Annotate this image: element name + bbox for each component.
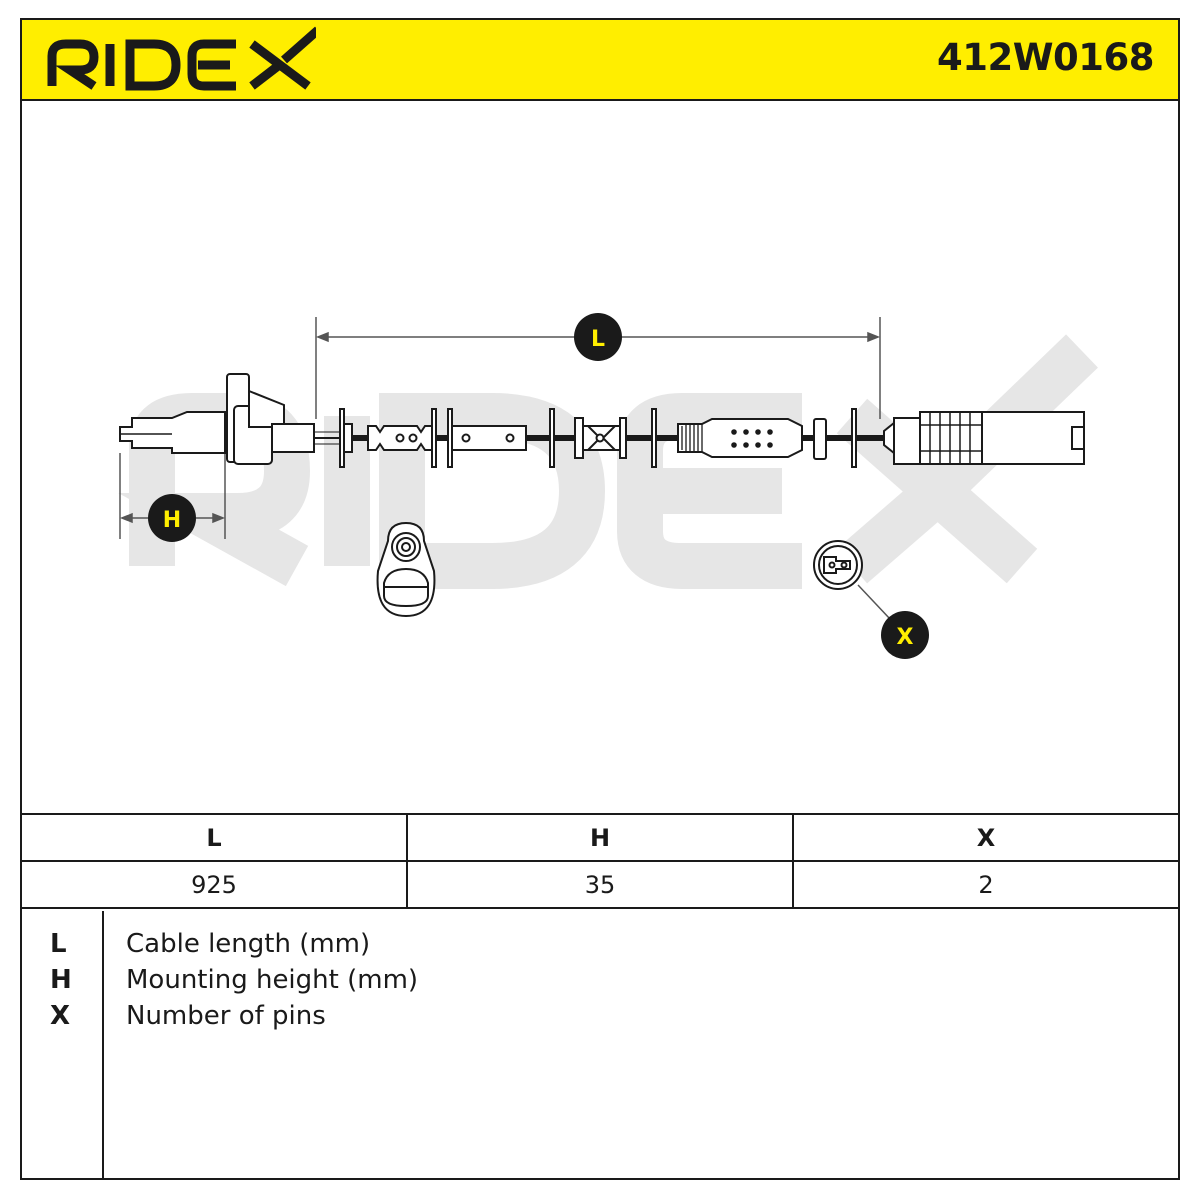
spec-value-l: 925 — [20, 860, 408, 909]
legend-panel: L Cable length (mm) H Mounting height (m… — [20, 911, 1180, 1180]
legend-key: X — [50, 1001, 71, 1031]
ridex-logo — [47, 26, 316, 91]
connector-end-view — [813, 540, 891, 620]
spec-header-h: H — [406, 813, 794, 862]
callout-l-label: L — [591, 327, 605, 352]
legend-key: H — [50, 965, 72, 995]
wear-sensor-drawing: L H — [118, 313, 1098, 659]
spec-header-l: L — [20, 813, 408, 862]
spec-value-row: 925 35 2 — [20, 860, 1180, 909]
dimension-h — [119, 453, 226, 539]
header-bar: 412W0168 — [20, 18, 1180, 101]
callout-h: H — [148, 494, 196, 542]
legend-description: Number of pins — [126, 1001, 326, 1031]
callout-x-label: X — [897, 625, 914, 650]
callout-x: X — [881, 611, 929, 659]
callout-l: L — [574, 313, 622, 361]
spec-value-h: 35 — [406, 860, 794, 909]
spec-header-x: X — [792, 813, 1180, 862]
part-number: 412W0168 — [936, 36, 1155, 79]
callout-h-label: H — [163, 508, 181, 533]
spec-value-x: 2 — [792, 860, 1180, 909]
legend-description: Mounting height (mm) — [126, 965, 419, 995]
spec-header-row: L H X — [20, 813, 1180, 862]
spec-table: L H X 925 35 2 — [20, 813, 1180, 909]
legend-divider — [102, 911, 104, 1178]
bracket-detail — [376, 521, 436, 618]
sensor-assembly — [119, 373, 1085, 468]
legend-description: Cable length (mm) — [126, 929, 371, 959]
legend-key: L — [50, 929, 67, 959]
